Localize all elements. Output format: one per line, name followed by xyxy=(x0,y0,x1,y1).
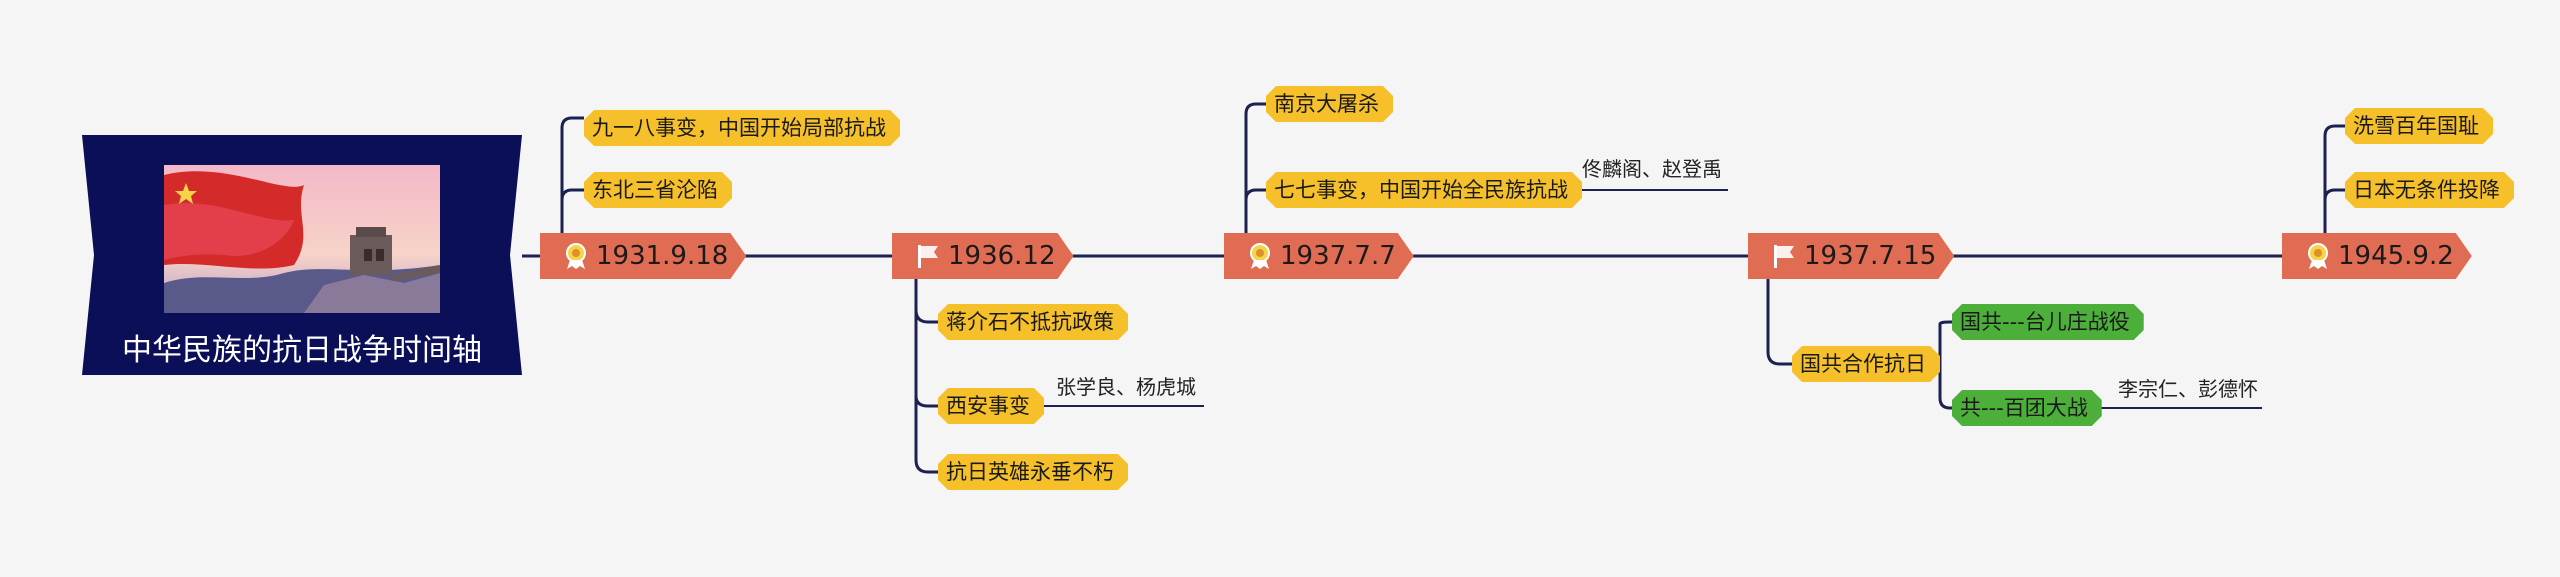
connector-m1-b xyxy=(560,188,584,201)
leaf-m5-0[interactable]: 洗雪百年国耻 xyxy=(2345,108,2493,144)
leaf-m3-0[interactable]: 南京大屠杀 xyxy=(1266,86,1393,122)
leaf-m4-sub-1[interactable]: 共---百团大战 xyxy=(1952,390,2102,426)
connector-m2-a xyxy=(914,309,938,324)
connector-m4-sub-b xyxy=(1938,388,1952,410)
medal-icon xyxy=(2304,242,2332,270)
milestone-label: 1936.12 xyxy=(948,241,1056,271)
milestone-1945-9-2[interactable]: 1945.9.2 xyxy=(2282,233,2472,279)
leaf-m4-0[interactable]: 国共合作抗日 xyxy=(1792,346,1940,382)
leaf-label: 七七事变，中国开始全民族抗战 xyxy=(1274,178,1568,202)
leaf-m2-1[interactable]: 西安事变 xyxy=(938,388,1044,424)
leaf-m1-0[interactable]: 九一八事变，中国开始局部抗战 xyxy=(584,110,900,146)
milestone-1936-12[interactable]: 1936.12 xyxy=(892,233,1074,279)
connector-m4-sub-a xyxy=(1938,320,1952,340)
milestone-1937-7-7[interactable]: 1937.7.7 xyxy=(1224,233,1414,279)
connector-m1-a xyxy=(560,116,584,234)
leaf-m2-0[interactable]: 蒋介石不抵抗政策 xyxy=(938,304,1128,340)
page-title: 中华民族的抗日战争时间轴 xyxy=(122,333,482,368)
leaf-label: 西安事变 xyxy=(946,394,1030,418)
leaf-m2-2[interactable]: 抗日英雄永垂不朽 xyxy=(938,454,1128,490)
leaf-m4-sub-0[interactable]: 国共---台儿庄战役 xyxy=(1952,304,2144,340)
leaf-m5-1[interactable]: 日本无条件投降 xyxy=(2345,172,2514,208)
connector-m3-a xyxy=(1244,102,1266,234)
leaf-label: 国共合作抗日 xyxy=(1800,352,1926,376)
leaf-label: 南京大屠杀 xyxy=(1274,92,1379,116)
connector-m5-a xyxy=(2323,124,2345,234)
title-image-flag-greatwall xyxy=(164,165,440,313)
leaf-label: 共---百团大战 xyxy=(1960,396,2088,420)
leaf-label: 国共---台儿庄战役 xyxy=(1960,310,2130,334)
milestone-label: 1945.9.2 xyxy=(2338,241,2454,271)
leaf-label: 抗日英雄永垂不朽 xyxy=(946,460,1114,484)
leaf-label: 蒋介石不抵抗政策 xyxy=(946,310,1114,334)
note-m2: 张学良、杨虎城 xyxy=(1056,375,1196,399)
note-m4: 李宗仁、彭德怀 xyxy=(2118,377,2258,401)
connector-m2-b xyxy=(914,395,938,408)
flag-icon xyxy=(914,242,942,270)
title-banner[interactable]: 中华民族的抗日战争时间轴 xyxy=(82,135,522,375)
milestone-1931-9-18[interactable]: 1931.9.18 xyxy=(540,233,746,279)
milestone-1937-7-15[interactable]: 1937.7.15 xyxy=(1748,233,1954,279)
leaf-label: 东北三省沦陷 xyxy=(592,178,718,202)
leaf-m3-1[interactable]: 七七事变，中国开始全民族抗战 xyxy=(1266,172,1582,208)
connector-m5-b xyxy=(2323,188,2345,201)
note-m3: 佟麟阁、赵登禹 xyxy=(1582,157,1722,181)
connector-m4-a xyxy=(1766,278,1792,366)
leaf-label: 日本无条件投降 xyxy=(2353,178,2500,202)
connector-m2-c xyxy=(914,278,938,474)
leaf-label: 洗雪百年国耻 xyxy=(2353,114,2479,138)
milestone-label: 1931.9.18 xyxy=(596,241,729,271)
leaf-m1-1[interactable]: 东北三省沦陷 xyxy=(584,172,732,208)
milestone-label: 1937.7.7 xyxy=(1280,241,1396,271)
leaf-label: 九一八事变，中国开始局部抗战 xyxy=(592,116,886,140)
milestone-label: 1937.7.15 xyxy=(1804,241,1937,271)
medal-icon xyxy=(562,242,590,270)
flag-icon xyxy=(1770,242,1798,270)
connector-m3-b xyxy=(1244,188,1266,201)
medal-icon xyxy=(1246,242,1274,270)
